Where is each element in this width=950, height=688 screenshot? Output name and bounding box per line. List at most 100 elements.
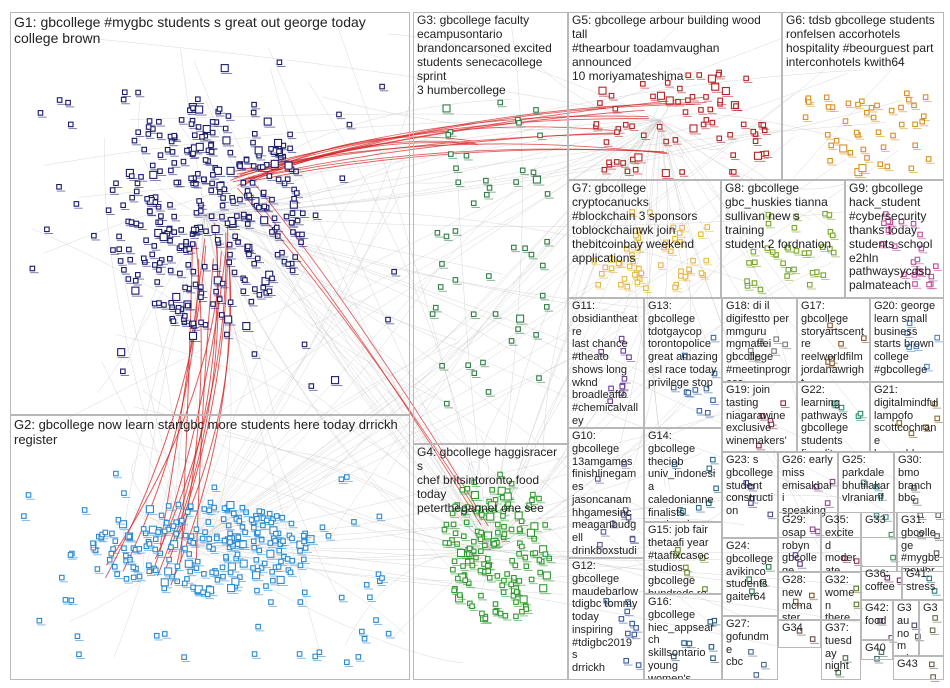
group-label: G17: gbcollege storyartscentre reelworld…: [801, 300, 864, 381]
node: [495, 529, 501, 536]
node: [113, 470, 119, 477]
node: [697, 231, 704, 238]
group-label: G2: gbcollege now learn startgbc more st…: [14, 417, 398, 448]
group-box-g13: G13: gbcollege tdotgaycop torontopolice …: [644, 298, 722, 428]
node: [711, 82, 720, 91]
node: [190, 320, 197, 327]
node: [665, 96, 674, 105]
node: [676, 230, 683, 236]
node: [870, 114, 877, 121]
node: [245, 243, 251, 250]
node: [145, 505, 154, 514]
node: [130, 574, 137, 581]
node: [156, 132, 163, 139]
node: [853, 558, 860, 564]
edge: [649, 119, 666, 487]
node: [339, 175, 346, 182]
edge: [189, 136, 795, 546]
node: [140, 255, 147, 262]
node: [591, 257, 598, 264]
node: [236, 518, 243, 524]
node: [152, 546, 158, 553]
node: [839, 144, 848, 153]
node: [175, 501, 182, 508]
group-box-g3: G3: gbcollege faculty ecampusontario bra…: [413, 12, 568, 444]
node: [251, 101, 257, 108]
node: [273, 224, 280, 231]
edge: [204, 214, 626, 314]
node: [271, 215, 278, 222]
node: [452, 277, 459, 283]
node: [170, 523, 177, 529]
node: [635, 245, 641, 252]
node: [494, 521, 501, 528]
node: [620, 160, 626, 166]
node: [504, 571, 510, 577]
node: [231, 577, 240, 586]
node: [485, 389, 492, 395]
node: [603, 598, 610, 604]
edge: [204, 122, 886, 216]
node: [706, 465, 713, 472]
node: [625, 599, 631, 605]
node: [460, 563, 466, 569]
edge: [131, 453, 191, 546]
group-label: G19: join tasting niagarawine exclusive …: [726, 384, 787, 447]
node: [508, 526, 515, 533]
node: [877, 493, 884, 499]
node: [791, 224, 798, 231]
node: [276, 575, 285, 584]
node: [268, 599, 274, 605]
node: [194, 585, 203, 594]
node: [223, 554, 229, 560]
node: [861, 335, 867, 341]
node: [906, 320, 913, 326]
edge: [478, 433, 491, 551]
node: [765, 564, 772, 570]
node: [164, 567, 173, 576]
node: [934, 415, 941, 422]
node: [255, 623, 261, 630]
node: [232, 233, 238, 240]
group-label: G9: gbcollege hack_student #cybersecurit…: [849, 181, 933, 293]
edge: [276, 449, 491, 551]
node: [904, 330, 911, 336]
edge: [489, 494, 847, 551]
group-box-g40: G40: [861, 640, 893, 660]
node: [163, 520, 170, 526]
node: [513, 613, 519, 620]
node: [926, 281, 932, 288]
node: [213, 288, 219, 295]
node: [881, 220, 887, 226]
node: [135, 272, 141, 278]
node: [154, 279, 161, 285]
node: [497, 99, 504, 106]
group-box-g23: G23: s gbcollege student construction: [722, 452, 778, 538]
node: [235, 534, 242, 541]
edge: [189, 453, 702, 546]
edge: [204, 211, 847, 227]
edge: [204, 214, 732, 643]
node: [750, 248, 757, 255]
node: [608, 92, 615, 99]
node: [643, 285, 649, 291]
group-box-g42: G42: food: [861, 600, 893, 640]
node: [379, 83, 385, 90]
node: [188, 331, 198, 340]
node: [486, 273, 492, 279]
node: [695, 504, 702, 511]
node: [184, 147, 190, 154]
node: [864, 109, 870, 116]
node: [251, 524, 257, 531]
node: [601, 166, 608, 173]
edge: [237, 187, 483, 521]
node: [845, 100, 852, 107]
node: [248, 298, 255, 305]
node: [138, 174, 144, 180]
node: [835, 669, 842, 676]
group-label: G15: job fair thetaafi year #taafixcasoc…: [648, 524, 710, 594]
node: [81, 507, 88, 513]
edge: [204, 29, 803, 216]
node: [256, 508, 263, 514]
node: [679, 169, 685, 175]
